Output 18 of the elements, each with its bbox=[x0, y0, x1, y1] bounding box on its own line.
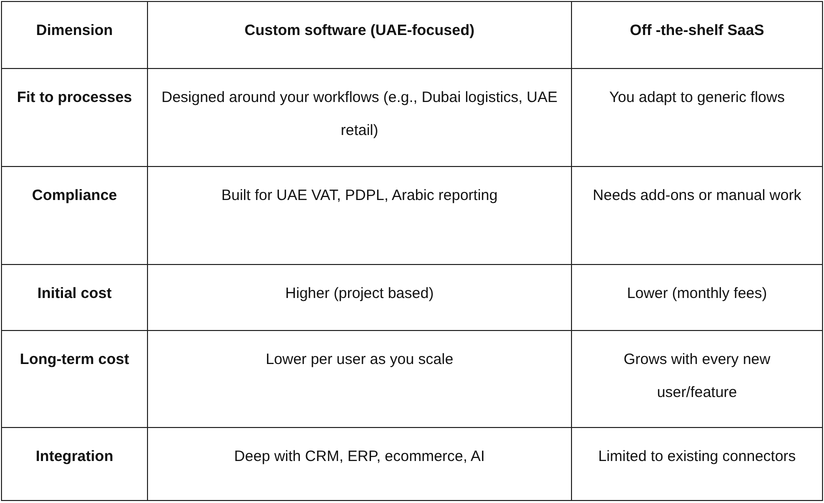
table-text: Grows with every new user/feature bbox=[624, 351, 770, 401]
row-header: Integration bbox=[36, 448, 114, 465]
table-text: Deep with CRM, ERP, ecommerce, AI bbox=[234, 448, 485, 465]
column-header: Dimension bbox=[36, 22, 113, 39]
table-text: Higher (project based) bbox=[285, 285, 434, 302]
table-text: Lower per user as you scale bbox=[266, 351, 454, 368]
table-text: Lower (monthly fees) bbox=[626, 285, 768, 302]
table-text: Limited to existing connectors bbox=[598, 448, 796, 465]
table-text: Needs add-ons or manual work bbox=[592, 187, 802, 204]
table-text: Designed around your workflows (e.g., Dubai logistics, UAE retail) bbox=[161, 89, 558, 139]
column-header: Off -the-shelf SaaS bbox=[630, 22, 764, 39]
column-header: Custom software (UAE-focused) bbox=[244, 22, 475, 39]
table-text: Built for UAE VAT, PDPL, Arabic reporting bbox=[221, 187, 498, 204]
table-text: You adapt to generic flows bbox=[609, 89, 785, 106]
row-header: Initial cost bbox=[37, 285, 112, 302]
row-header: Fit to processes bbox=[16, 89, 132, 106]
row-header: Long-term cost bbox=[20, 351, 130, 368]
row-header: Compliance bbox=[32, 187, 118, 204]
